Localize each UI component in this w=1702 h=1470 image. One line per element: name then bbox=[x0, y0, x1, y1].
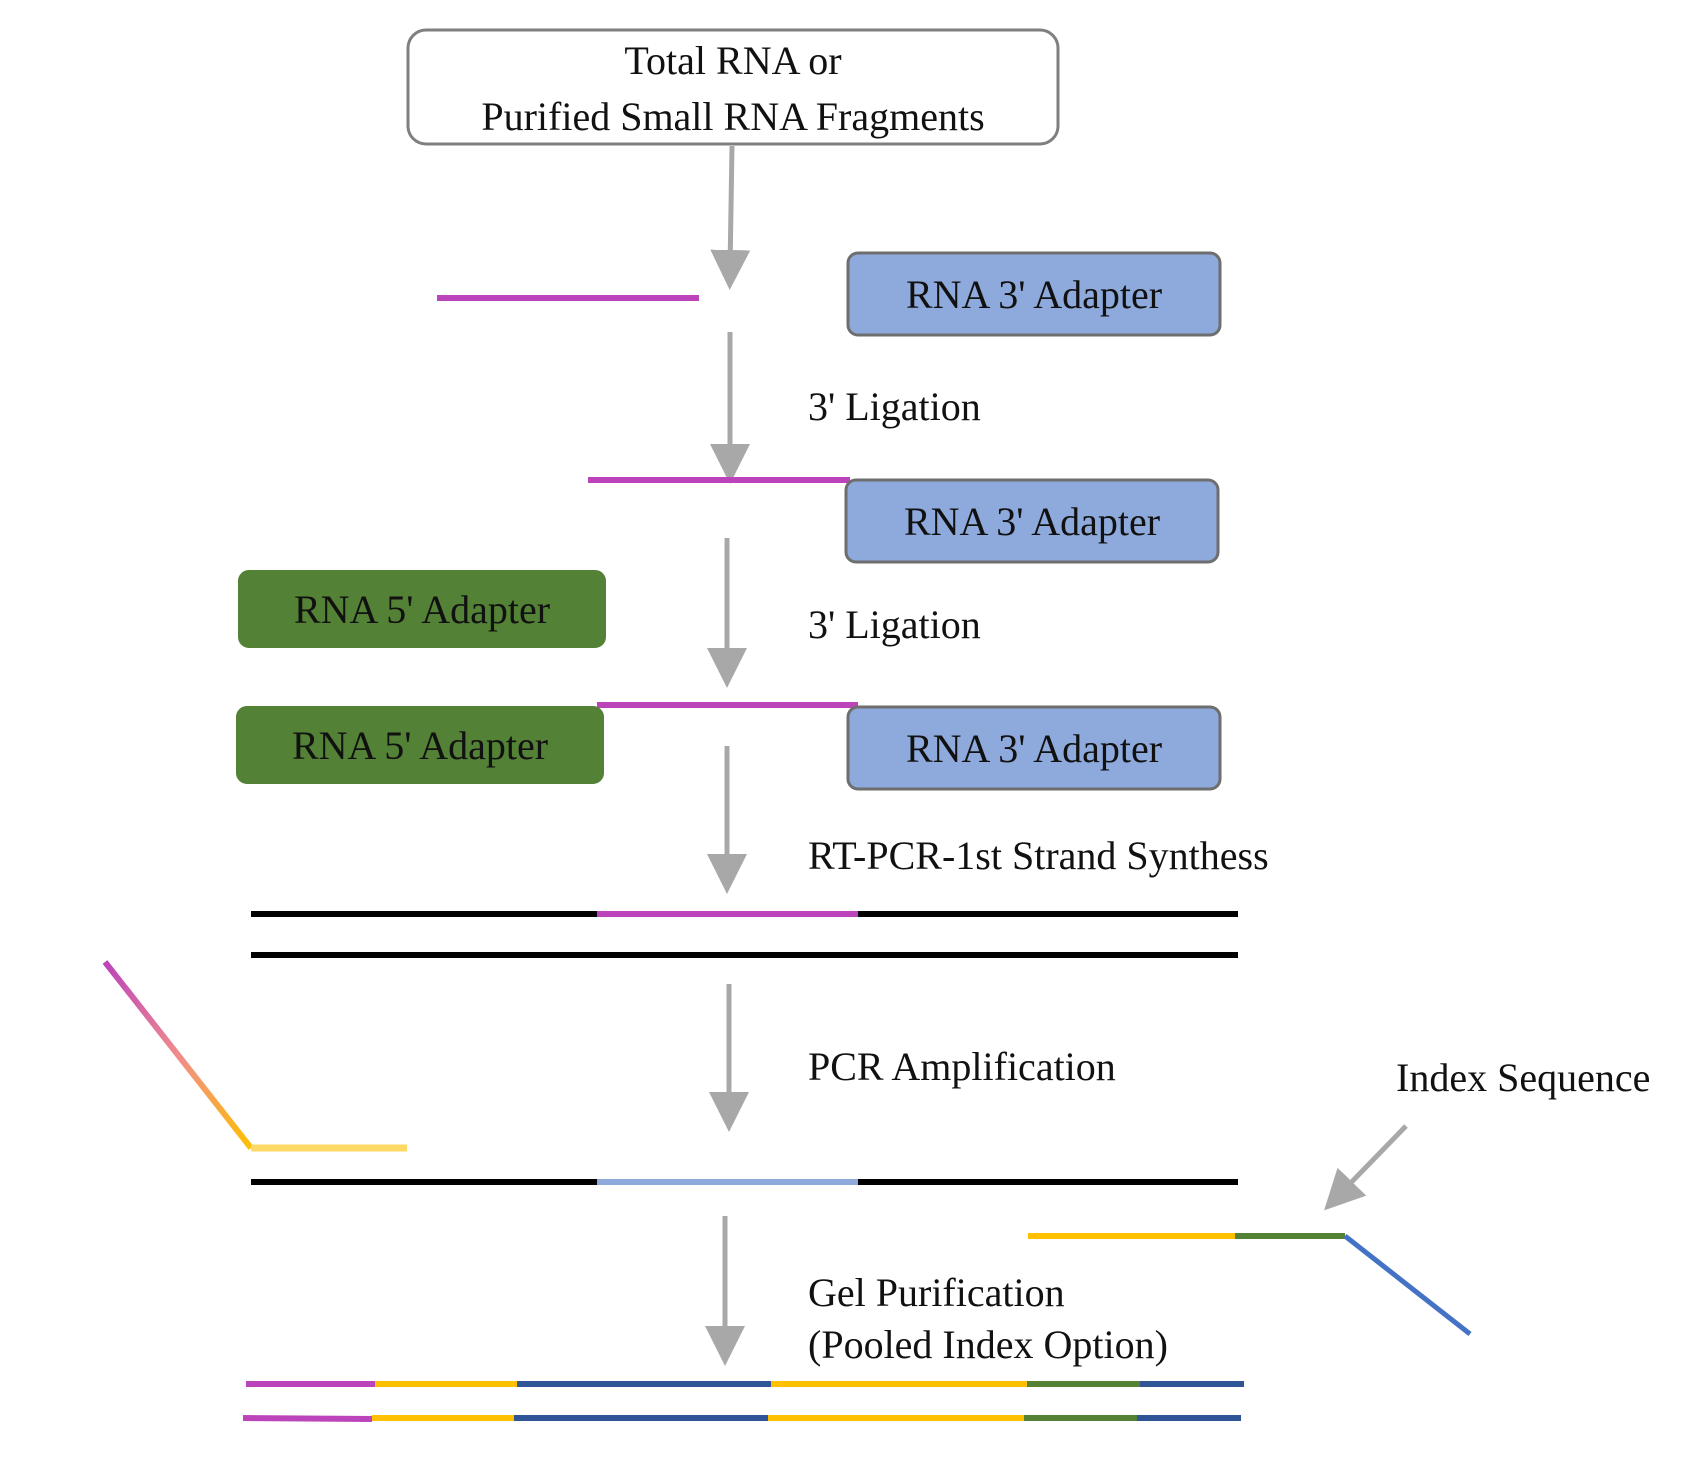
arrow-1 bbox=[710, 145, 751, 290]
index-primer-right bbox=[1028, 1233, 1472, 1336]
start-box: Total RNA or Purified Small RNA Fragment… bbox=[406, 28, 1060, 146]
step-3-ligation-2: 3' Ligation bbox=[808, 602, 981, 647]
pcr-primer-left bbox=[102, 960, 254, 1150]
step-3-ligation-1: 3' Ligation bbox=[808, 384, 981, 429]
start-box-line2: Purified Small RNA Fragments bbox=[481, 94, 984, 139]
step-rt-pcr: RT-PCR-1st Strand Synthess bbox=[808, 833, 1269, 878]
step-pcr-amplification: PCR Amplification bbox=[808, 1044, 1116, 1089]
cdna-duplex bbox=[251, 911, 1238, 958]
rna5-adapter-label-2: RNA 5' Adapter bbox=[292, 723, 548, 768]
rna3-adapter-box-2: RNA 3' Adapter bbox=[844, 478, 1220, 564]
final-library-strand-2 bbox=[242, 1415, 1241, 1422]
rna5-adapter-box-1: RNA 5' Adapter bbox=[238, 570, 606, 648]
step-pooled-index-option: (Pooled Index Option) bbox=[808, 1322, 1168, 1367]
flow-arrows bbox=[705, 145, 1408, 1366]
rna3-adapter-box-1: RNA 3' Adapter bbox=[846, 251, 1222, 337]
rna5-adapter-box-2: RNA 5' Adapter bbox=[236, 706, 604, 784]
index-sequence-label: Index Sequence bbox=[1396, 1055, 1650, 1100]
arrow-index bbox=[1324, 1124, 1408, 1211]
rna5-adapter-label-1: RNA 5' Adapter bbox=[294, 587, 550, 632]
rna3-adapter-label-1: RNA 3' Adapter bbox=[906, 272, 1162, 317]
step-gel-purification: Gel Purification bbox=[808, 1270, 1065, 1315]
start-box-line1: Total RNA or bbox=[624, 38, 841, 83]
rna3-adapter-label-3: RNA 3' Adapter bbox=[906, 726, 1162, 771]
rna3-adapter-box-3: RNA 3' Adapter bbox=[846, 705, 1222, 791]
rna3-adapter-label-2: RNA 3' Adapter bbox=[904, 499, 1160, 544]
